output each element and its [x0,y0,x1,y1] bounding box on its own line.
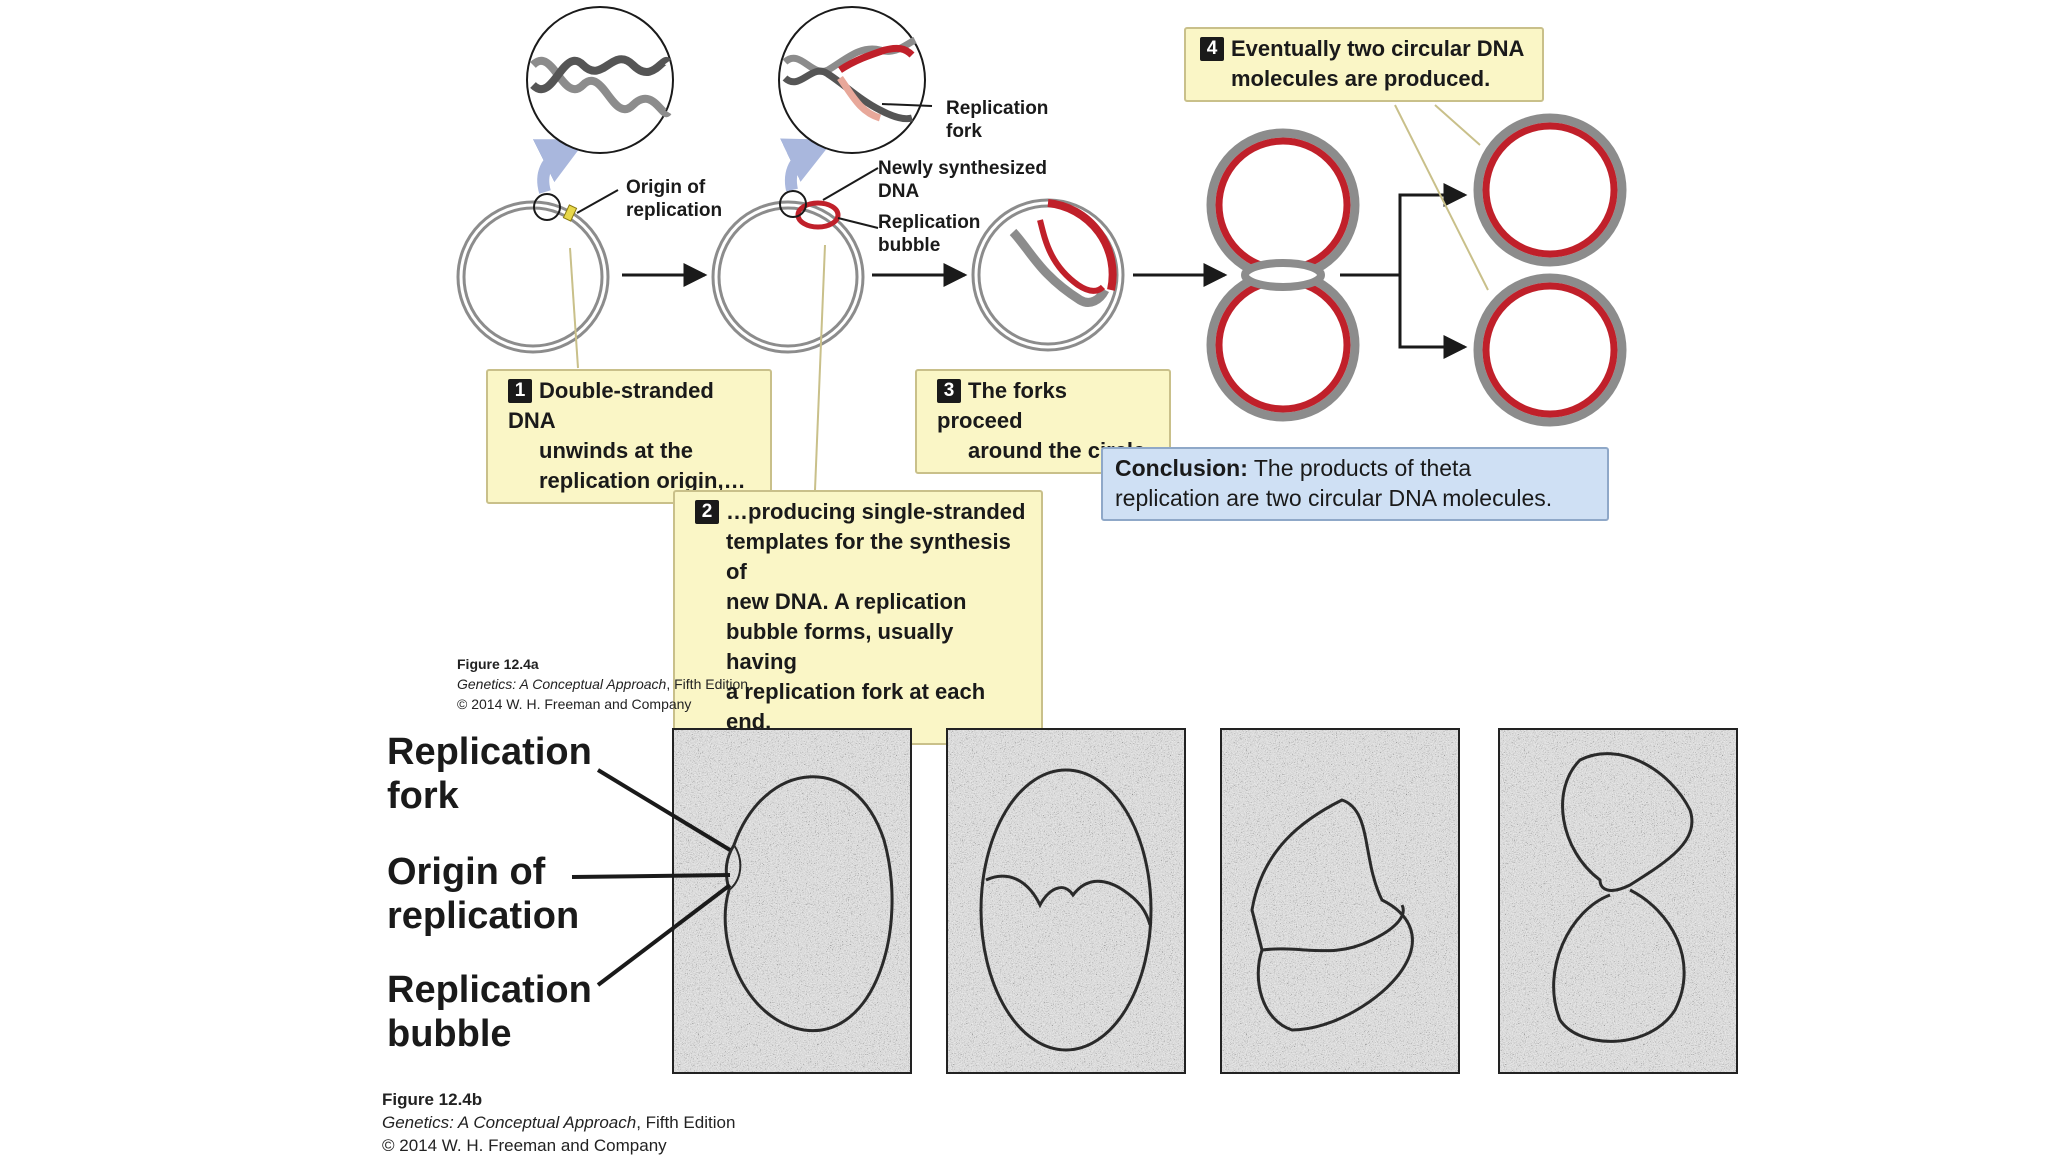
label-new-dna-line-2: DNA [878,181,920,202]
step-1-line-3: replication origin,… [539,468,746,493]
micro-fork-line-1: Replication [387,731,592,773]
step-1-number: 1 [508,379,532,403]
origin-mark [562,204,578,222]
caption-b-edition: , Fifth Edition [636,1113,736,1132]
step-4-callout: 4 Eventually two circular DNA molecules a… [1184,27,1544,102]
zoom-inset [526,6,674,154]
stage-1-circle [456,6,674,354]
process-arrows [622,183,1468,359]
step-4-number: 4 [1200,37,1224,61]
caption-a-copyright: © 2014 W. H. Freeman and Company [457,696,692,712]
step-4-line-2: molecules are produced. [1231,66,1491,91]
micrograph-2 [946,728,1186,1074]
step-3-line-1: The forks proceed [937,378,1068,433]
step-1-line-2: unwinds at the [539,438,693,463]
label-origin-line-1: Origin of [626,177,706,198]
micro-bubble-line-2: bubble [387,1013,512,1055]
stage-4-figure-eight [1206,128,1360,422]
caption-b-book: Genetics: A Conceptual Approach [382,1113,637,1132]
zoom-arrow-2 [780,138,834,192]
zoom-ring-2 [779,190,807,218]
product-circle-top [1473,113,1627,267]
zoom-arrow [532,139,587,194]
step-2-number: 2 [695,500,719,524]
micro-origin-line-2: replication [387,895,580,937]
helix-icon [530,55,672,118]
stage-3-circle [971,198,1125,352]
label-newly-synthesized-dna: Newly synthesized DNA [878,157,1047,203]
step-2-line-4: bubble forms, usually having [726,619,954,674]
caption-b-figure: Figure 12.4b [382,1090,483,1109]
product-circle-bottom [1473,273,1627,427]
caption-b-copyright: © 2014 W. H. Freeman and Company [382,1136,667,1155]
label-bubble-line-1: Replication [878,212,981,233]
step-1-line-1: Double-stranded DNA [508,378,714,433]
caption-a-edition: , Fifth Edition [666,676,749,692]
step-3-number: 3 [937,379,961,403]
micro-origin-line-1: Origin of [387,851,546,893]
label-origin-of-replication: Origin of replication [626,176,722,222]
micrograph-3 [1220,728,1460,1074]
step-4-line-1: Eventually two circular DNA [1231,36,1525,61]
conclusion-lead: Conclusion: [1115,455,1248,481]
step-2-line-2: templates for the synthesis of [726,529,1011,584]
micro-label-origin-of-replication: Origin of replication [387,850,579,938]
label-fork-line-2: fork [946,121,982,142]
caption-a-figure: Figure 12.4a [457,656,539,672]
micro-label-replication-fork: Replication fork [387,730,592,818]
conclusion-line-1: The products of theta [1247,455,1472,481]
micro-label-replication-bubble: Replication bubble [387,968,592,1056]
caption-figure-b: Figure 12.4b Genetics: A Conceptual Appr… [382,1088,735,1157]
fork-helix-icon [782,36,917,123]
step-2-line-3: new DNA. A replication [726,589,967,614]
conclusion-box: Conclusion: The products of theta replic… [1101,447,1609,521]
caption-figure-a: Figure 12.4a Genetics: A Conceptual Appr… [457,654,748,714]
step-2-callout: 2 …producing single-stranded templates fo… [673,490,1043,745]
zoom-ring [533,193,561,221]
label-replication-bubble: Replication bubble [878,211,980,257]
label-origin-line-2: replication [626,200,723,221]
callout-leaders [569,104,1489,491]
caption-a-book: Genetics: A Conceptual Approach [457,676,667,692]
micrograph-4 [1498,728,1738,1074]
conclusion-line-2: replication are two circular DNA molecul… [1115,485,1553,511]
micro-bubble-line-1: Replication [387,969,592,1011]
label-bubble-line-2: bubble [878,235,941,256]
label-new-dna-line-1: Newly synthesized [878,158,1047,179]
label-replication-fork: Replication fork [946,97,1048,143]
step-2-line-1: …producing single-stranded [726,499,1026,524]
micro-fork-line-2: fork [387,775,459,817]
stage-2-circle [711,6,933,354]
label-fork-line-1: Replication [946,98,1049,119]
